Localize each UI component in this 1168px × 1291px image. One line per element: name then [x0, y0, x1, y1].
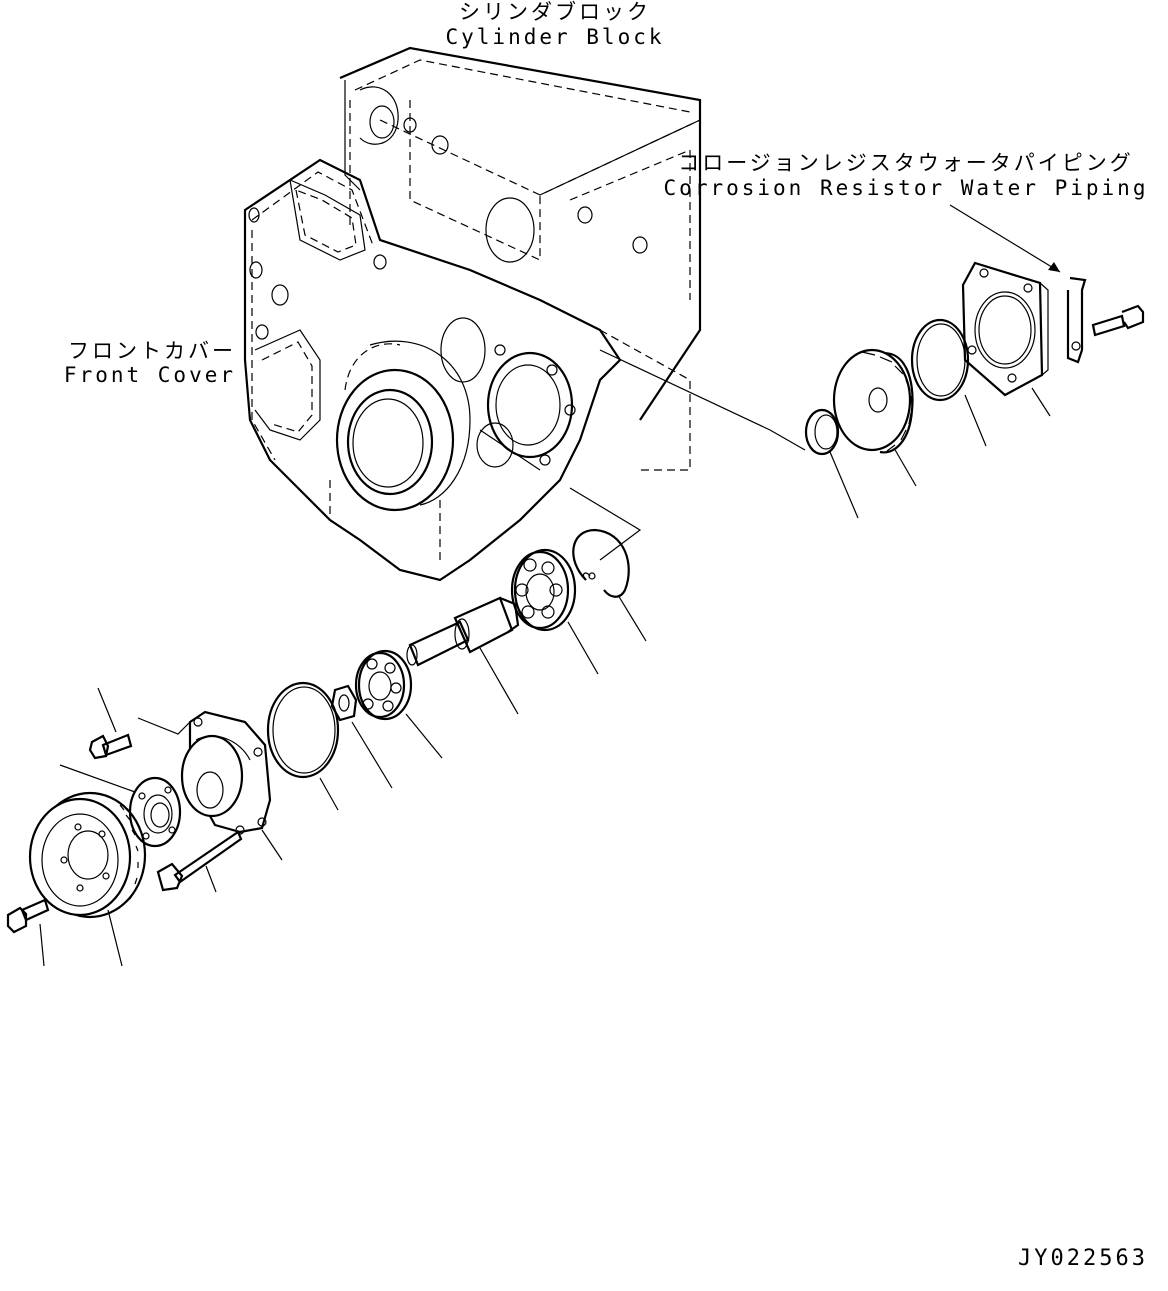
water-pump-parts: [8, 430, 646, 966]
cylinder-block-label-en: Cylinder Block: [445, 25, 665, 49]
corrosion-resistor-label-jp: コロージョンレジスタウォータパイピング: [678, 151, 1134, 175]
front-cover-label-en: Front Cover: [63, 363, 236, 387]
front-cover-label-jp: フロントカバー: [68, 339, 236, 363]
engine-housing: [245, 48, 700, 580]
corrosion-resistor-group: [600, 205, 1143, 518]
corrosion-resistor-label-en: Corrosion Resistor Water Piping: [663, 176, 1149, 200]
cylinder-block-label-jp: シリンダブロック: [459, 0, 651, 24]
drawing-id: JY022563: [1018, 1246, 1148, 1271]
